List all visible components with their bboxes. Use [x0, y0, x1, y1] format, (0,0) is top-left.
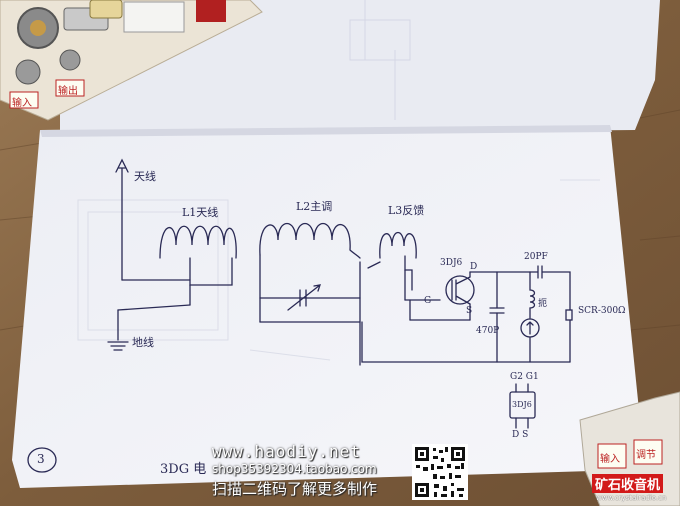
- upper-page-bleed: [349, 0, 411, 120]
- l3-taps: [367, 255, 413, 291]
- board-tag-output-top: 输出: [58, 86, 78, 97]
- page-edge: [40, 125, 612, 137]
- watermark-scan-text: 扫描二维码了解更多制作: [212, 480, 378, 498]
- choke-label: 扼: [538, 299, 548, 309]
- pinout-top-label: G2 G1: [510, 372, 539, 382]
- earphone-symbol: [565, 309, 573, 321]
- l3-coil: [379, 231, 417, 259]
- qr-code: [412, 444, 468, 500]
- bottom-note: 3DG 电: [160, 462, 207, 477]
- variable-capacitor: [287, 284, 321, 311]
- transistor-label: 3DJ6: [440, 258, 463, 268]
- pinout-bottom-pins: [515, 417, 529, 429]
- page-bleed: [77, 179, 600, 361]
- board-tag-input-top: 输入: [12, 98, 32, 109]
- l2-label: L2主调: [296, 200, 333, 213]
- ground-symbol: [107, 341, 129, 351]
- l3-label: L3反馈: [388, 204, 425, 217]
- transistor-symbol: [445, 275, 475, 305]
- bottom-rail: [361, 321, 571, 363]
- earphone-label: SCR-300Ω: [578, 306, 626, 316]
- drain-label: D: [470, 262, 478, 272]
- antenna-symbol: [115, 158, 129, 281]
- cap-20pf: [529, 265, 571, 311]
- watermark-shop: shop35392304.taobao.com: [212, 462, 377, 476]
- pinout-bottom-label: D S: [512, 430, 529, 440]
- board-tag-adjust-bottom: 调节: [636, 450, 656, 461]
- l1-taps: [189, 257, 233, 286]
- ground-wire: [117, 304, 191, 311]
- page-number: 3: [37, 452, 45, 466]
- ground-label: 地线: [132, 336, 154, 349]
- board-tag-input-bottom: 输入: [600, 454, 620, 465]
- choke-coil: [529, 271, 536, 319]
- circuit-schematic: [27, 158, 573, 473]
- cap-20pf-label: 20PF: [524, 252, 548, 262]
- brand-logo: 矿石收音机: [592, 474, 664, 493]
- pinout-top-pins: [515, 383, 529, 393]
- watermark-url: www.haodiy.net: [212, 442, 361, 461]
- cap-470p-label: 470P: [476, 326, 500, 336]
- brand-url: www.crystalradio.cn: [596, 494, 667, 502]
- main-page: [12, 125, 640, 488]
- antenna-label: 天线: [134, 170, 156, 183]
- pinout-body-label: 3DJ6: [512, 400, 532, 409]
- pinout-body: [509, 391, 536, 419]
- gate-label: G: [424, 296, 432, 306]
- l1-label: L1天线: [182, 206, 219, 219]
- component-board-top: [0, 0, 263, 121]
- transistor-leads: [451, 276, 471, 305]
- l2-coil: [259, 222, 361, 259]
- l1-coil: [159, 225, 237, 259]
- page-number-circle: [27, 447, 57, 473]
- source-label: S: [466, 306, 473, 316]
